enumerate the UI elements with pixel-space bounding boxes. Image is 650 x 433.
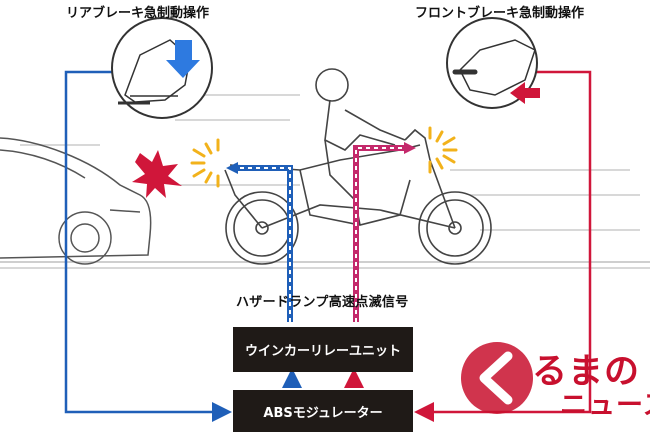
red-signal-line <box>353 142 416 322</box>
front-blinker-icon <box>428 126 458 174</box>
logo-text-main: るまの <box>532 352 641 392</box>
abs-modulator-box: ABSモジュレーター <box>233 390 413 432</box>
rear-brake-title: リアブレーキ急制動操作 <box>66 6 210 21</box>
crash-burst-icon <box>132 150 182 198</box>
rear-blinker-icon <box>190 138 220 188</box>
blue-signal-line <box>226 162 293 322</box>
hazard-signal-label: ハザードランプ高速点滅信号 <box>236 295 409 310</box>
left-arrow-icon <box>510 82 540 104</box>
rear-brake-line <box>64 70 232 422</box>
relay-unit-label: ウインカーリレーユニット <box>244 344 401 359</box>
car-illustration <box>0 137 152 265</box>
speed-lines <box>0 94 650 269</box>
front-brake-title: フロントブレーキ急制動操作 <box>415 6 585 21</box>
front-brake-bubble <box>446 17 540 109</box>
down-arrow-icon <box>166 40 200 78</box>
abs-modulator-label: ABSモジュレーター <box>263 405 383 421</box>
logo-text-sub: ニュース <box>560 390 650 421</box>
relay-unit-box: ウインカーリレーユニット <box>233 327 413 372</box>
kuruma-logo-mark <box>461 342 533 414</box>
rear-brake-bubble <box>111 17 213 119</box>
